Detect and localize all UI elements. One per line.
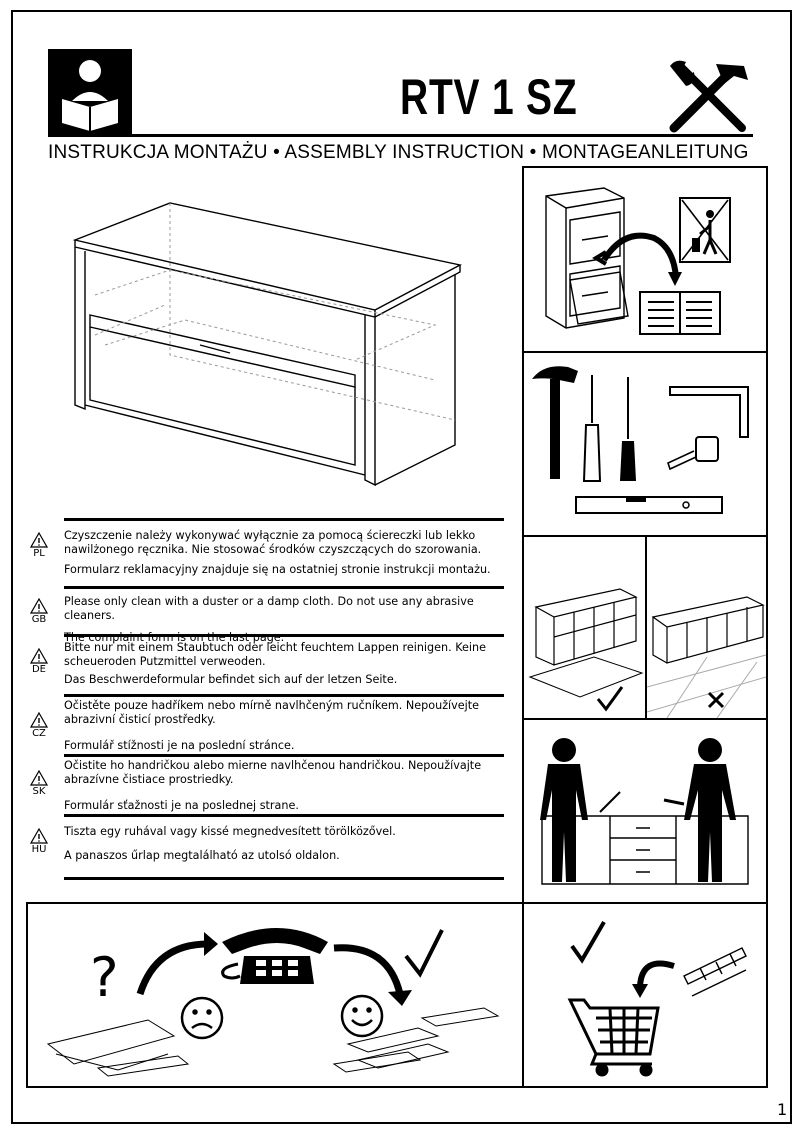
warning-triangle-icon: DE: [28, 648, 50, 675]
note-gb: GB Please only clean with a duster or a …: [24, 586, 504, 644]
hammer-icon: [532, 366, 578, 479]
page-number: 1: [777, 1100, 788, 1119]
warning-triangle-icon: HU: [28, 828, 50, 855]
warning-triangle-icon: GB: [28, 598, 50, 625]
warning-triangle-icon: PL: [28, 532, 50, 559]
manual-book-icon: [639, 291, 721, 335]
wall-plug-icon: [683, 947, 747, 997]
checkmark-icon: [570, 920, 606, 964]
checkmark-icon: [596, 686, 624, 712]
square-ruler-icon: [669, 386, 749, 438]
note-de: DE Bitte nur mit einem Staubtuch oder le…: [24, 634, 504, 694]
note-text: Tiszta egy ruhával vagy kissé megnedvesí…: [64, 825, 396, 838]
checkmark-icon: [404, 929, 444, 978]
spirit-level-icon: [575, 496, 723, 514]
reading-person-icon: [48, 49, 132, 135]
hammer-wrench-icon: [669, 60, 748, 133]
warning-triangle-icon: SK: [28, 770, 50, 797]
note-text: Das Beschwerdeformular befindet sich auf…: [64, 673, 398, 686]
note-text: Czyszczenie należy wykonywać wyłącznie z…: [64, 529, 482, 556]
no-litter-icon: [679, 197, 731, 263]
language-code: GB: [31, 614, 47, 625]
person-icon: [540, 738, 588, 882]
warning-triangle-icon: CZ: [28, 712, 50, 739]
tape-measure-icon: [667, 436, 719, 471]
note-text: A panaszos űrlap megtalálható az utolsó …: [64, 849, 340, 862]
title-rule: [48, 134, 753, 137]
scattered-panels: [46, 1019, 190, 1077]
question-mark: ?: [90, 946, 119, 1009]
language-code: SK: [32, 786, 46, 797]
panel-unpack: [522, 166, 768, 353]
panel-floor-bad: [645, 535, 768, 720]
note-text: Očistěte pouze hadříkem nebo mírně navlh…: [64, 699, 480, 726]
cabinet-illustration: [72, 202, 463, 487]
note-cz: CZ Očistěte pouze hadříkem nebo mírně na…: [24, 694, 504, 754]
panel-spare-parts: [522, 902, 768, 1088]
note-sk: SK Očistite ho handričkou alebo mierne n…: [24, 754, 504, 814]
language-code: PL: [33, 548, 45, 559]
telephone-icon: [221, 928, 328, 984]
note-text: Please only clean with a duster or a dam…: [64, 595, 474, 622]
person-icon: [684, 738, 736, 882]
panel-two-people: [522, 718, 768, 904]
product-title: RTV 1 SZ: [400, 69, 578, 125]
panel-contact-help: ?: [26, 902, 524, 1088]
note-hu: HU Tiszta egy ruhával vagy kissé megnedv…: [24, 814, 504, 880]
note-pl: PL Czyszczenie należy wykonywać wyłączni…: [24, 518, 504, 586]
panel-tools: [522, 351, 768, 537]
subtitle: INSTRUKCJA MONTAŻU • ASSEMBLY INSTRUCTIO…: [48, 142, 749, 163]
care-notes: PL Czyszczenie należy wykonywać wyłączni…: [24, 518, 504, 880]
panel-floor-good: [522, 535, 647, 720]
page-frame: [11, 10, 792, 1124]
language-code: DE: [31, 664, 47, 675]
note-text: Formulár sťažnosti je na poslednej stran…: [64, 799, 299, 812]
cross-icon: [707, 691, 725, 709]
language-code: CZ: [32, 728, 46, 739]
screwdriver-icon: [620, 377, 636, 481]
happy-face-icon: [340, 994, 384, 1038]
screwdriver-icon: [582, 375, 602, 482]
note-text: Formulář stížnosti je na poslední stránc…: [64, 739, 295, 752]
note-text: Bitte nur mit einem Staubtuch oder leich…: [64, 641, 486, 668]
sad-face-icon: [180, 996, 224, 1040]
note-text: Formularz reklamacyjny znajduje się na o…: [64, 563, 491, 576]
note-text: Očistite ho handričkou alebo mierne navl…: [64, 759, 482, 786]
language-code: HU: [31, 844, 47, 855]
shopping-cart-icon: [567, 998, 660, 1077]
stacked-panels: [332, 1007, 500, 1073]
